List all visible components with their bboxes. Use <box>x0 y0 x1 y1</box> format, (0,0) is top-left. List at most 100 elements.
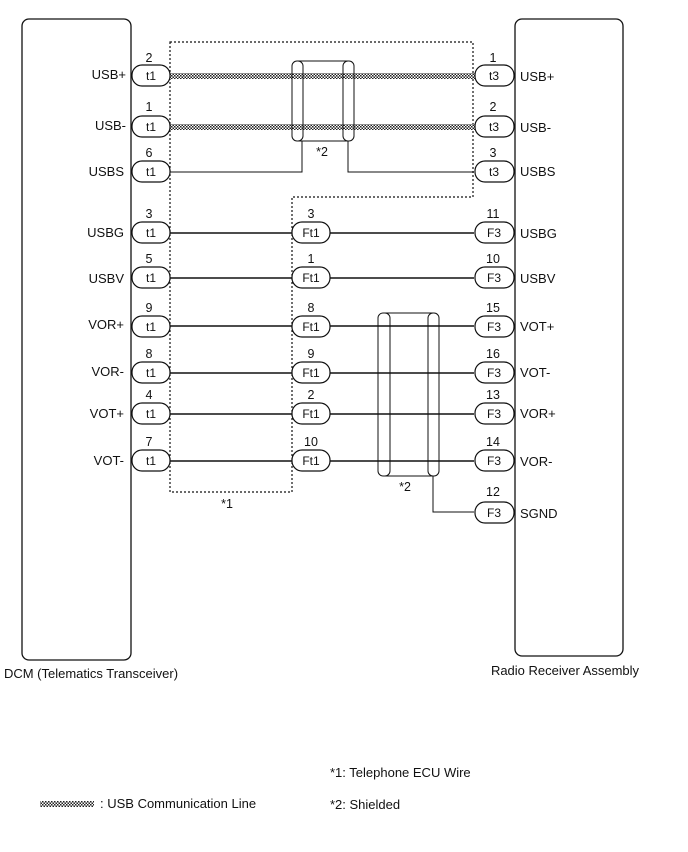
connector-pill <box>474 449 515 472</box>
right-pin-number: 12 <box>486 485 500 499</box>
connector-pill <box>474 266 515 289</box>
connector-pill <box>131 449 171 472</box>
right-signal-label: USBV <box>520 271 556 286</box>
mid-pin-number: 9 <box>308 347 315 361</box>
left-pin-number: 4 <box>146 388 153 402</box>
left-pin-number: 5 <box>146 252 153 266</box>
connector-pill <box>474 64 515 87</box>
right-pin-number: 16 <box>486 347 500 361</box>
connector-pill <box>291 315 331 338</box>
left-signal-label: USBV <box>89 271 125 286</box>
mid-connector-code: Ft1 <box>302 320 320 334</box>
right-connector-code: F3 <box>487 366 501 380</box>
left-connectors <box>131 64 171 472</box>
left-signal-label: USB- <box>95 118 126 133</box>
left-connector-code: t1 <box>146 454 156 468</box>
left-pin-number: 1 <box>146 100 153 114</box>
right-pin-number: 14 <box>486 435 500 449</box>
left-signal-label: USB+ <box>92 67 126 82</box>
mid-pin-number: 1 <box>308 252 315 266</box>
left-connector-code: t1 <box>146 120 156 134</box>
connector-pill <box>291 402 331 425</box>
right-connector-code: t3 <box>489 120 499 134</box>
right-connector-code: F3 <box>487 506 501 520</box>
mid-connector-code: Ft1 <box>302 454 320 468</box>
left-signal-label: VOR+ <box>88 317 124 332</box>
right-connector-code: F3 <box>487 454 501 468</box>
right-signal-label: USBG <box>520 226 557 241</box>
left-signal-label: VOT- <box>94 453 124 468</box>
connector-pill <box>131 160 171 183</box>
usb-shield-loop-left <box>291 60 304 142</box>
mid-connector-code: Ft1 <box>302 226 320 240</box>
right-pin-number: 2 <box>490 100 497 114</box>
connector-pill <box>291 361 331 384</box>
left-pin-number: 9 <box>146 301 153 315</box>
connector-pill <box>131 315 171 338</box>
left-connector-code: t1 <box>146 226 156 240</box>
legend-usb-line-swatch <box>40 801 94 807</box>
mid-connector-code: Ft1 <box>302 366 320 380</box>
left-pin-number: 6 <box>146 146 153 160</box>
connector-pill <box>291 221 331 244</box>
connector-pill <box>291 266 331 289</box>
radio-receiver-caption: Radio Receiver Assembly <box>491 663 640 678</box>
left-signal-label: VOR- <box>92 364 125 379</box>
mid-pin-number: 3 <box>308 207 315 221</box>
left-connector-code: t1 <box>146 366 156 380</box>
right-signal-label: USB+ <box>520 69 554 84</box>
right-signal-label: VOR- <box>520 454 553 469</box>
mid-pin-number: 10 <box>304 435 318 449</box>
left-signal-label: VOT+ <box>90 406 124 421</box>
connector-pill <box>131 115 171 138</box>
left-pin-number: 8 <box>146 347 153 361</box>
right-pin-number: 10 <box>486 252 500 266</box>
right-connector-code: t3 <box>489 69 499 83</box>
left-pin-number: 7 <box>146 435 153 449</box>
mid-connector-code: Ft1 <box>302 271 320 285</box>
right-connector-code: F3 <box>487 226 501 240</box>
radio-receiver-box <box>514 18 624 657</box>
left-pin-number: 3 <box>146 207 153 221</box>
sgnd-drain-wire <box>432 476 474 513</box>
right-signal-label: USBS <box>520 164 556 179</box>
connector-pill <box>474 221 515 244</box>
wire-harness-marker: *1 <box>221 497 233 511</box>
right-connector-code: F3 <box>487 320 501 334</box>
right-pin-number: 13 <box>486 388 500 402</box>
right-signal-label: VOR+ <box>520 406 556 421</box>
left-connector-code: t1 <box>146 165 156 179</box>
connector-pill <box>474 402 515 425</box>
right-signal-label: VOT+ <box>520 319 554 334</box>
mid-connectors <box>291 221 331 472</box>
left-signal-label: USBG <box>87 225 124 240</box>
connector-pill <box>474 315 515 338</box>
left-connector-code: t1 <box>146 407 156 421</box>
usb-minus-wire <box>170 124 475 130</box>
right-pin-number: 3 <box>490 146 497 160</box>
usbs-drain-left <box>170 141 303 173</box>
right-pin-number: 11 <box>487 207 500 221</box>
connector-pill <box>474 361 515 384</box>
connector-pill <box>291 449 331 472</box>
telephone-ecu-wire-boundary <box>169 41 474 493</box>
connector-pill <box>474 160 515 183</box>
mid-pin-number: 2 <box>308 388 315 402</box>
left-signal-label: USBS <box>89 164 125 179</box>
connector-pill <box>474 501 515 524</box>
left-connector-code: t1 <box>146 271 156 285</box>
connector-pill <box>131 64 171 87</box>
right-signal-label: SGND <box>520 506 558 521</box>
right-signal-label: VOT- <box>520 365 550 380</box>
connector-pill <box>131 361 171 384</box>
right-connectors <box>474 64 515 524</box>
note-shielded: *2: Shielded <box>330 797 400 812</box>
right-pin-number: 15 <box>486 301 500 315</box>
left-connector-code: t1 <box>146 69 156 83</box>
legend-usb-line-label: : USB Communication Line <box>100 796 256 811</box>
audio-shield-loop-right <box>427 312 440 477</box>
right-connector-code: F3 <box>487 407 501 421</box>
connector-pill <box>474 115 515 138</box>
usbs-drain-right <box>347 141 474 173</box>
